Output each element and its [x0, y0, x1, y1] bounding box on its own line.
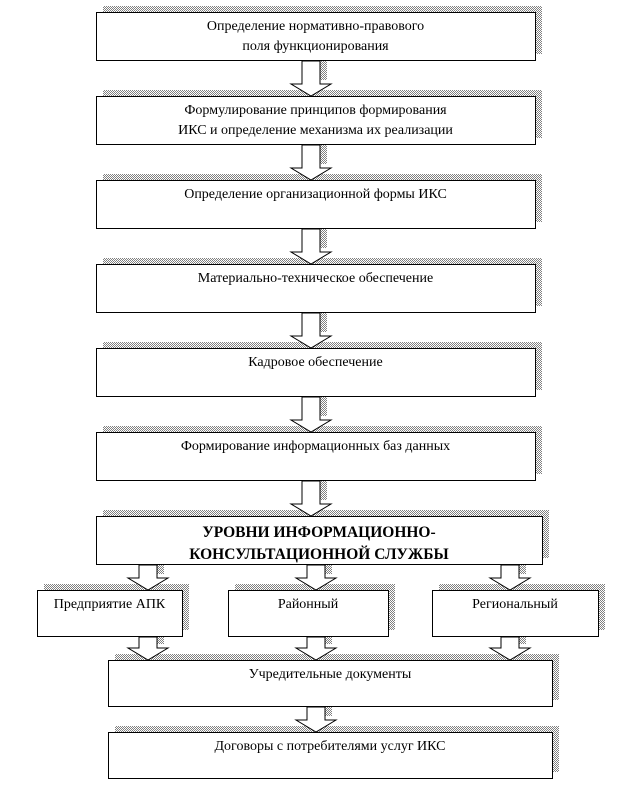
box-regional: Региональный [432, 590, 599, 637]
down-arrow-icon [126, 564, 170, 591]
box-databases: Формирование информационных баз данных [96, 432, 536, 481]
down-arrow-icon [488, 564, 532, 591]
arrow-shadow [320, 475, 327, 500]
arrow-shadow [157, 559, 164, 574]
down-arrow-icon [488, 636, 532, 661]
arrow-shadow [325, 559, 332, 574]
down-arrow-icon [289, 312, 333, 349]
down-arrow-icon [289, 480, 333, 517]
arrow-shadow [519, 559, 526, 574]
box-label: Материально-техническое обеспечение [198, 271, 433, 286]
box-label: поля функционирования [242, 39, 389, 54]
box-label: УРОВНИ ИНФОРМАЦИОННО- [202, 524, 435, 541]
arrow-shadow [320, 391, 327, 416]
box-principles: Формулирование принципов формированияИКС… [96, 96, 536, 145]
box-label: Учредительные документы [249, 667, 412, 682]
box-label: КОНСУЛЬТАЦИОННОЙ СЛУЖБЫ [189, 546, 448, 563]
down-arrow-icon [289, 228, 333, 265]
arrow-shadow [325, 631, 332, 644]
arrow-shadow [320, 223, 327, 248]
arrow-shadow [320, 139, 327, 164]
down-arrow-icon [289, 144, 333, 181]
box-label: ИКС и определение механизма их реализаци… [178, 123, 453, 138]
down-arrow-icon [294, 706, 338, 733]
box-label: Кадровое обеспечение [248, 355, 382, 370]
arrow-shadow [325, 701, 332, 716]
box-material: Материально-техническое обеспечение [96, 264, 536, 313]
box-label: Определение нормативно-правового [207, 19, 424, 34]
box-contracts: Договоры с потребителями услуг ИКС [108, 732, 553, 779]
box-org-form: Определение организационной формы ИКС [96, 180, 536, 229]
box-label: Договоры с потребителями услуг ИКС [215, 739, 446, 754]
down-arrow-icon [294, 564, 338, 591]
arrow-shadow [519, 631, 526, 644]
box-founding-docs: Учредительные документы [108, 660, 553, 707]
box-label: Определение организационной формы ИКС [184, 187, 447, 202]
down-arrow-icon [126, 636, 170, 661]
box-staff: Кадровое обеспечение [96, 348, 536, 397]
arrow-shadow [320, 307, 327, 332]
arrow-shadow [157, 631, 164, 644]
down-arrow-icon [289, 60, 333, 97]
box-levels: УРОВНИ ИНФОРМАЦИОННО- КОНСУЛЬТАЦИОННОЙ СЛ… [96, 516, 543, 565]
down-arrow-icon [289, 396, 333, 433]
box-label: Предприятие АПК [54, 597, 166, 612]
box-label: Региональный [472, 597, 558, 612]
box-enterprise: Предприятие АПК [37, 590, 183, 637]
box-label: Формулирование принципов формирования [184, 103, 447, 118]
box-label: Формирование информационных баз данных [181, 439, 450, 454]
down-arrow-icon [294, 636, 338, 661]
arrow-shadow [320, 55, 327, 80]
box-legal-field: Определение нормативно-правового поля фун… [96, 12, 536, 61]
box-district: Районный [228, 590, 389, 637]
box-label: Районный [278, 597, 339, 612]
